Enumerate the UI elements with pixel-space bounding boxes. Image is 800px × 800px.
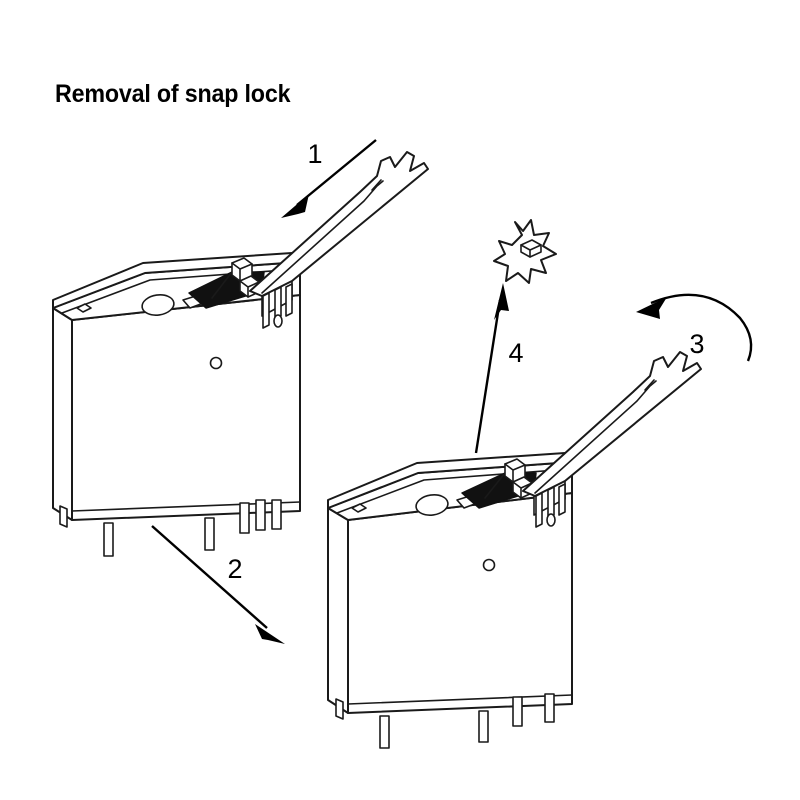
relay-lower-pin-3 xyxy=(478,710,489,743)
screwdriver-tool-upper xyxy=(249,151,429,297)
relay-upper-pin-3 xyxy=(204,517,215,551)
relay-lower-front-circle xyxy=(482,558,496,572)
relay-upper-pin-1 xyxy=(59,505,68,528)
step-1-arrow xyxy=(281,139,377,218)
relay-lower-pin-5 xyxy=(544,693,555,723)
relay-upper-left-face xyxy=(52,307,73,521)
step-3-arrow-head xyxy=(636,297,667,319)
burst-cube-edges xyxy=(520,244,542,258)
tool-lower-blade-crease xyxy=(644,379,655,391)
step-2-arrow-head xyxy=(255,624,285,644)
tool-upper-inner-edge xyxy=(261,180,384,294)
step-1-arrow-shaft xyxy=(296,139,377,206)
relay-upper-pin-5 xyxy=(271,499,282,530)
step-4-arrow xyxy=(474,283,509,454)
relay-lower-pin-2 xyxy=(379,715,390,749)
relay-lower-side-tab-oval xyxy=(546,513,556,527)
relay-upper-top-oval xyxy=(141,294,175,316)
relay-upper-front-circle xyxy=(209,356,223,370)
step-4-arrow-shaft xyxy=(474,299,502,454)
step-3-arrow-shaft xyxy=(650,293,753,362)
step-3-arrow xyxy=(636,293,753,362)
step-2-label: 2 xyxy=(227,554,242,584)
relay-lower-side-tab-3 xyxy=(558,483,566,516)
relay-body-upper xyxy=(52,252,301,557)
step-1-label: 1 xyxy=(307,139,322,169)
relay-lower-base-edge xyxy=(347,694,573,705)
relay-upper-side-tab-3 xyxy=(285,283,293,317)
relay-upper-snap-tab-a-edge xyxy=(231,262,253,282)
burst-cube-piece xyxy=(520,239,542,258)
relay-lower-left-face xyxy=(327,507,349,714)
relay-upper-snap-tab-b-edge xyxy=(239,280,260,298)
relay-upper-side-tab-1 xyxy=(262,292,270,329)
step-3-label: 3 xyxy=(689,329,704,359)
step-2-arrow-shaft xyxy=(151,525,268,629)
tool-upper-blade-crease xyxy=(371,179,382,191)
relay-lower-top-oval xyxy=(415,494,449,516)
relay-upper-pin-6 xyxy=(255,499,266,531)
relay-lower-snap-tab-a-edge xyxy=(504,463,526,483)
relay-lower-side-tab-1 xyxy=(535,492,543,528)
snap-lock-release-burst xyxy=(493,219,557,284)
relay-upper-pin-2 xyxy=(103,522,114,557)
screwdriver-tool-lower xyxy=(522,351,702,497)
relay-body-lower xyxy=(327,452,573,749)
relay-lower-snap-tab-b-edge xyxy=(512,481,533,499)
relay-upper-snap-lock-edge xyxy=(211,271,233,299)
step-4-arrow-head xyxy=(494,283,509,320)
relay-upper-pin-4 xyxy=(239,502,250,534)
step-2-arrow xyxy=(151,525,285,644)
step-1-arrow-head xyxy=(281,194,309,218)
page-title: Removal of snap lock xyxy=(55,80,291,108)
tool-lower-inner-edge xyxy=(534,380,657,494)
relay-upper-side-tab-oval xyxy=(273,314,283,328)
relay-upper-front-face xyxy=(71,294,301,521)
relay-upper-top-notch xyxy=(76,303,92,313)
relay-lower-top-notch xyxy=(351,503,367,513)
relay-lower-pin-4 xyxy=(512,696,523,727)
step-4-label: 4 xyxy=(508,338,523,368)
relay-lower-pin-1 xyxy=(335,698,344,720)
relay-lower-snap-lock-edge xyxy=(484,472,506,499)
